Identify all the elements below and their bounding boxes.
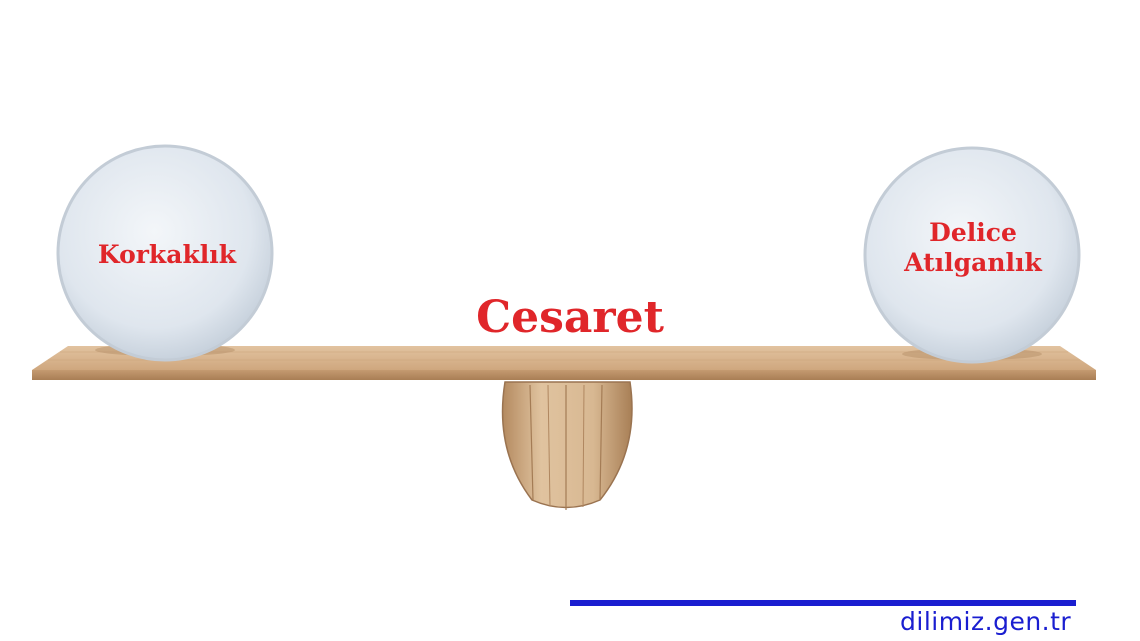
footer-divider	[570, 600, 1076, 606]
right-ball	[863, 146, 1081, 364]
left-ball	[56, 144, 274, 362]
right-ball-label: Delice Atılganlık	[904, 218, 1042, 277]
fulcrum-log	[501, 381, 633, 510]
left-ball-label: Korkaklık	[97, 240, 237, 269]
footer-site-link[interactable]: dilimiz.gen.tr	[900, 607, 1072, 636]
center-label: Cesaret	[476, 292, 664, 343]
